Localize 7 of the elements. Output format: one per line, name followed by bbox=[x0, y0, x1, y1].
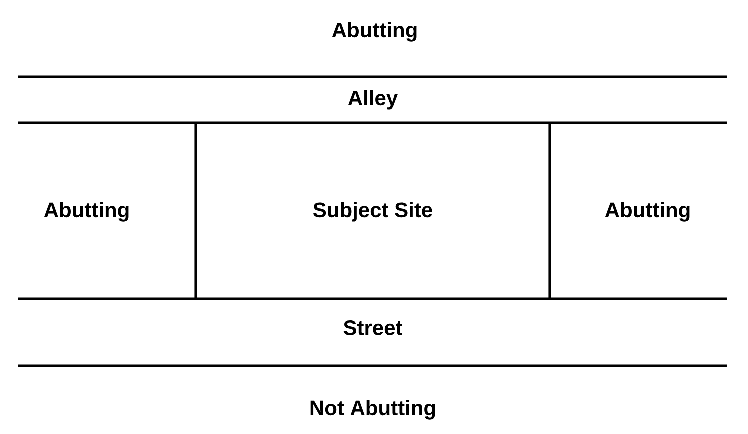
cell-label: Subject Site bbox=[314, 202, 432, 222]
band-label: Street bbox=[344, 320, 402, 336]
zone-label: Not Abutting bbox=[310, 400, 436, 420]
cell-label: Abutting bbox=[605, 202, 690, 222]
cell-label: Abutting bbox=[44, 202, 129, 222]
zone-label: Abutting bbox=[332, 22, 417, 42]
band-label: Alley bbox=[348, 90, 398, 110]
